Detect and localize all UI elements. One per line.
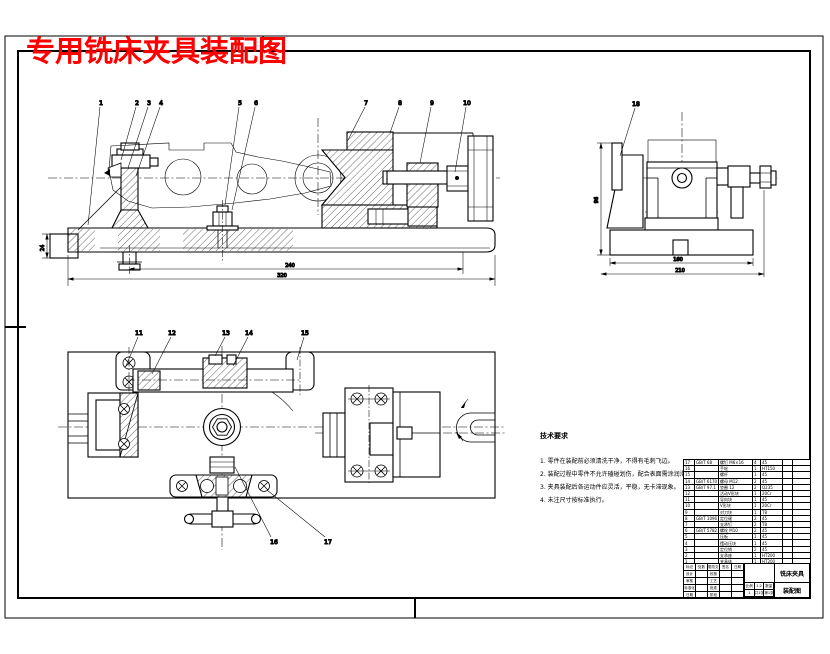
- top-leaders: [125, 336, 326, 538]
- tb-cell: 比例: [745, 583, 755, 590]
- title-block-name-area: 铣床夹具 装配图: [775, 564, 809, 597]
- title-block-number-area: 比例 1:2 数量 1 共1张 第1张: [745, 564, 776, 597]
- part-label: 8: [398, 100, 402, 107]
- tb-cell: 批准: [708, 585, 721, 592]
- tb-cell: 校核: [708, 571, 721, 578]
- tb-cell: 共1张: [754, 590, 765, 597]
- tb-cell: [732, 578, 745, 585]
- front-leaders: [87, 106, 467, 226]
- part-label: 4: [159, 100, 163, 107]
- tb-cell: 标准化: [684, 585, 697, 592]
- product-name: 铣床夹具: [775, 564, 809, 584]
- dim-front-total: 320: [277, 273, 287, 279]
- part-label: 5: [238, 100, 242, 107]
- sheet-frame: [4, 35, 824, 619]
- drawing-title: 专用铣床夹具装配图: [26, 34, 288, 68]
- drawing-number-cell: [745, 564, 775, 583]
- part-label: 13: [222, 330, 230, 337]
- front-view: 240 320 24 1 2 3 4 5 6 7 8 9 10: [39, 99, 500, 286]
- top-view: 11 12 13 14 15 16 17: [58, 329, 505, 550]
- dim-side-inner: 160: [673, 257, 683, 263]
- technical-requirements: 技术要求 1. 零件在装配前必须清洗干净，不得有毛刺飞边。 2. 装配过程中零件…: [540, 431, 698, 507]
- part-label: 2: [135, 100, 139, 107]
- side-dimensions: [597, 142, 765, 277]
- tech-note-item: 1. 零件在装配前必须清洗干净，不得有毛刺飞边。: [540, 458, 674, 465]
- part-label: 12: [168, 330, 176, 337]
- tb-cell: 签名: [720, 564, 733, 571]
- dim-side-total: 210: [675, 268, 685, 274]
- tech-note-item: 2. 装配过程中零件不允许磕碰划伤，配合表面需涂润滑油。: [540, 471, 698, 478]
- tb-cell: [696, 571, 709, 578]
- front-dimensions: [42, 233, 496, 286]
- part-label: 7: [364, 100, 368, 107]
- front-part-labels: 1 2 3 4 5 6 7 8 9 10: [99, 99, 472, 107]
- part-label: 17: [324, 539, 332, 546]
- side-view: 96 160 210 18: [593, 100, 778, 277]
- technical-requirements-heading: 技术要求: [540, 432, 568, 440]
- tb-cell: 日期: [684, 592, 697, 599]
- tb-cell: 工艺: [708, 578, 721, 585]
- part-label: 10: [463, 100, 471, 107]
- part-label: 11: [135, 330, 143, 337]
- tb-cell: 阶段: [708, 592, 721, 599]
- part-label: 15: [301, 330, 309, 337]
- tb-cell: 审核: [684, 578, 697, 585]
- part-label: 9: [430, 100, 434, 107]
- tb-cell: 日期: [732, 564, 745, 571]
- drawing-type: 装配图: [783, 587, 802, 595]
- dim-side-height: 96: [594, 197, 600, 203]
- tb-cell: [720, 585, 733, 592]
- title-block: 标记 处数 更改文件号 签名 日期 设计 校核 审核 工艺 标准化 批准: [683, 563, 810, 599]
- tb-cell: [696, 578, 709, 585]
- part-label: 6: [254, 100, 258, 107]
- tech-note-item: 3. 夹具装配后各运动件应灵活，平稳，无卡滞现象。: [540, 484, 680, 491]
- tb-cell: 处数: [696, 564, 709, 571]
- workpiece-outline: [108, 142, 342, 209]
- tb-cell: [720, 578, 733, 585]
- tb-cell: 更改文件号: [708, 564, 721, 571]
- part-label: 16: [270, 539, 278, 546]
- top-part-labels: 11 12 13 14 15 16 17: [135, 329, 333, 546]
- tb-cell: 标记: [684, 564, 697, 571]
- tb-cell: [732, 585, 745, 592]
- tb-cell: [732, 592, 745, 599]
- tb-cell: 1: [745, 590, 755, 597]
- tb-cell: 第1张: [764, 590, 775, 597]
- title-block-signatures: 标记 处数 更改文件号 签名 日期 设计 校核 审核 工艺 标准化 批准: [684, 564, 746, 599]
- tb-cell: [732, 571, 745, 578]
- dim-front-inner: 240: [285, 263, 295, 269]
- dim-front-left: 24: [40, 245, 46, 251]
- part-label: 18: [632, 101, 640, 108]
- tb-cell: 设计: [684, 571, 697, 578]
- part-label: 3: [147, 100, 151, 107]
- tech-note-item: 4. 未注尺寸按标准执行。: [540, 497, 608, 504]
- tb-cell: [720, 592, 733, 599]
- part-label: 14: [245, 330, 253, 337]
- tb-cell: [720, 571, 733, 578]
- tb-cell: [696, 585, 709, 592]
- part-label: 1: [99, 100, 103, 107]
- tb-cell: 数量: [764, 583, 775, 590]
- tb-cell: 1:2: [754, 583, 765, 590]
- tb-cell: [696, 592, 709, 599]
